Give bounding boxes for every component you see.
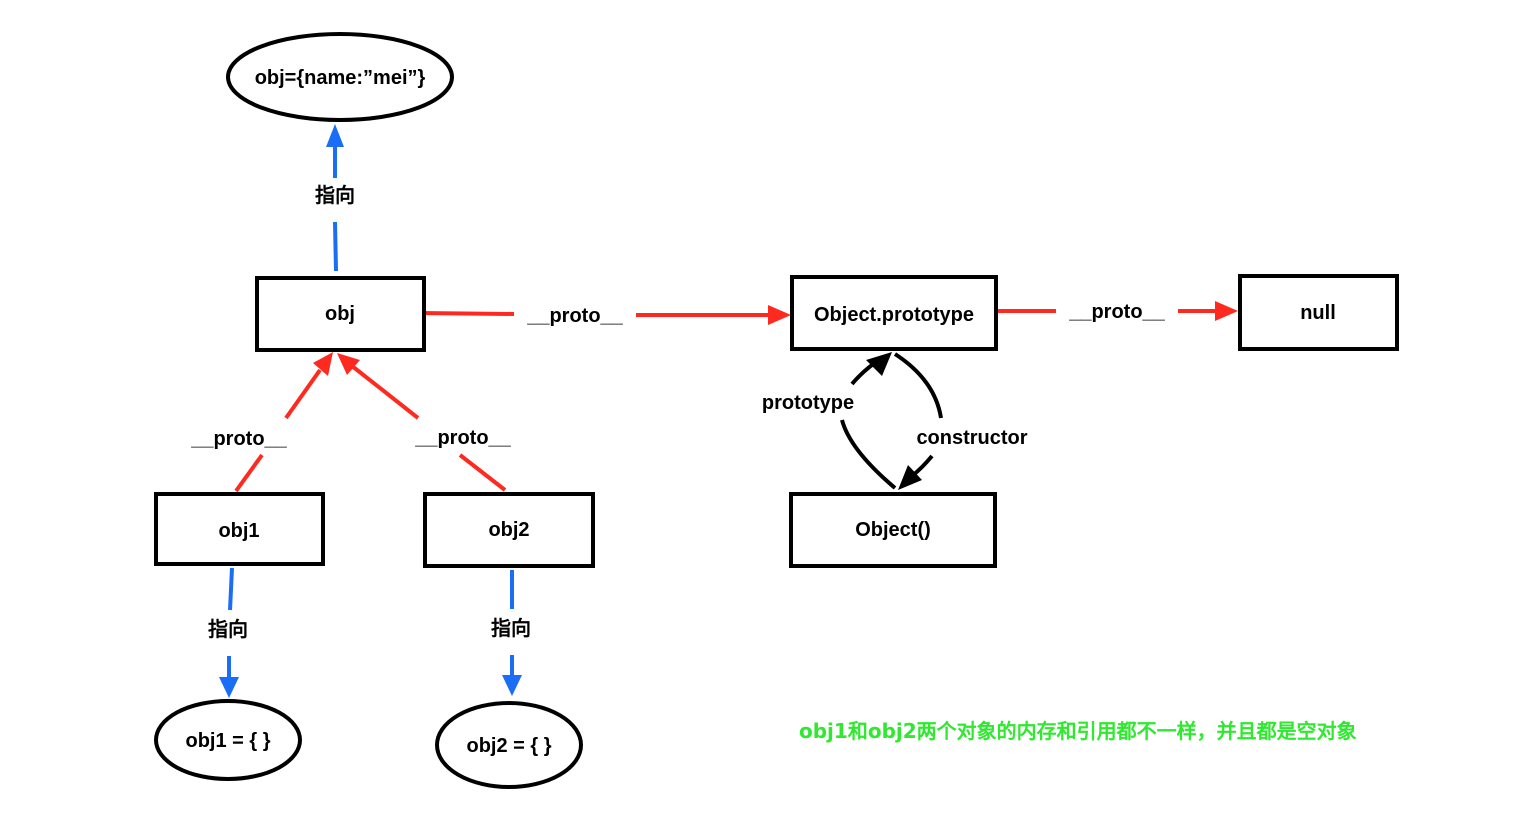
node-label: Object.prototype [814,304,974,326]
node-object-prototype: Object.prototype [790,275,998,351]
edge-label: 指向 [491,616,531,640]
edge-line [419,311,515,316]
node-label: null [1300,302,1336,324]
edge-obj2-proto: __proto__ [337,353,512,492]
edge-ctor-prototype: prototype [762,352,897,490]
node-shape [154,699,302,781]
edge-object-prototype-proto: __proto__ [996,301,1238,323]
node-null: null [1238,274,1399,351]
node-shape [423,492,595,568]
edge-obj-proto: __proto__ [419,305,791,327]
node-shape [154,492,325,566]
edge-label: __proto__ [1068,301,1165,323]
arrowhead-down-icon [898,465,922,490]
arrowhead-up-icon [337,353,360,375]
arrowhead-up-icon [866,352,892,376]
edge-label: __proto__ [526,305,623,327]
edge-prototype-constructor: constructor [893,352,1028,490]
edge-line [893,352,943,419]
node-obj2: obj2 [423,492,595,568]
edge-line [350,364,420,420]
edge-line [458,453,507,492]
arrowhead-right-icon [768,305,791,325]
node-obj1-value: obj1 = { } [154,699,302,781]
arrowhead-right-icon [1215,301,1238,321]
node-label: obj [325,303,355,325]
node-label: obj1 = { } [185,730,270,752]
node-shape [435,701,583,789]
edge-label: constructor [916,427,1027,449]
edge-line [228,567,234,611]
node-shape [226,32,454,122]
edge-label: prototype [762,392,854,414]
node-obj: obj [255,276,426,352]
edge-label: __proto__ [190,428,287,450]
node-obj1: obj1 [154,492,325,566]
edge-obj-points-to-value: 指向 [315,124,355,272]
edge-label: 指向 [315,183,355,207]
arrowhead-up-icon [313,352,333,376]
node-label: obj2 [488,519,529,541]
node-label: obj2 = { } [466,735,551,757]
node-label: obj1 [218,520,259,542]
node-shape [790,275,998,351]
edge-line [234,453,264,493]
arrowhead-up-icon [326,124,344,147]
edge-obj1-proto: __proto__ [190,352,333,493]
node-label: obj={name:”mei”} [255,67,426,89]
arrowhead-down-icon [502,675,522,696]
edge-line [840,419,897,490]
node-shape [1238,274,1399,351]
annotation-note: obj1和obj2两个对象的内存和引用都不一样，并且都是空对象 [799,719,1357,743]
edge-line [333,221,338,272]
edge-obj1-points-to-value: 指向 [208,567,248,698]
arrowhead-down-icon [219,677,239,698]
node-obj-value: obj={name:”mei”} [226,32,454,122]
edge-label: __proto__ [414,427,511,449]
node-shape [789,492,997,568]
edge-line [284,368,322,420]
node-shape [255,276,426,352]
edge-obj2-points-to-value: 指向 [491,570,531,696]
node-label: Object() [855,519,931,541]
edge-label: 指向 [208,617,248,641]
node-object-constructor: Object() [789,492,997,568]
node-obj2-value: obj2 = { } [435,701,583,789]
